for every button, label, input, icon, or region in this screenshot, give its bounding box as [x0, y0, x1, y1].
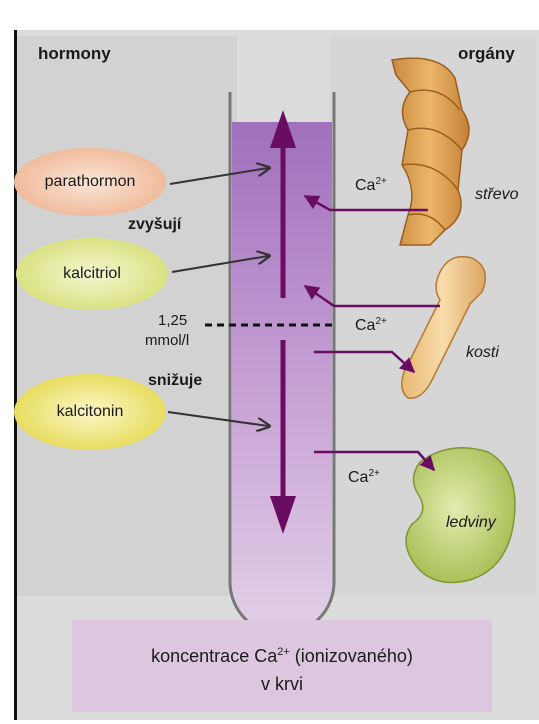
footer-line1: koncentrace Ca2+ (ionizovaného)	[72, 638, 492, 670]
bone-illustration	[402, 257, 486, 399]
intestine-label: střevo	[475, 186, 519, 204]
kidneys-label: ledviny	[446, 514, 496, 532]
parathormon-label: parathormon	[14, 148, 166, 216]
kalcitonin-label: kalcitonin	[14, 374, 166, 450]
decrease-label: snižuje	[148, 372, 202, 390]
threshold-value: 1,25	[158, 312, 187, 329]
kalcitriol-label: kalcitriol	[16, 238, 168, 310]
threshold-unit: mmol/l	[145, 332, 189, 349]
footer-line2: v krvi	[72, 670, 492, 698]
ca-label-kidney: Ca2+	[348, 468, 380, 487]
footer-caption: koncentrace Ca2+ (ionizovaného) v krvi	[72, 620, 492, 712]
ca-label-bone: Ca2+	[355, 316, 387, 335]
ca-label-intestine: Ca2+	[355, 176, 387, 195]
increase-label: zvyšují	[128, 216, 181, 234]
bones-label: kosti	[466, 344, 499, 362]
intestine-illustration	[392, 58, 469, 245]
